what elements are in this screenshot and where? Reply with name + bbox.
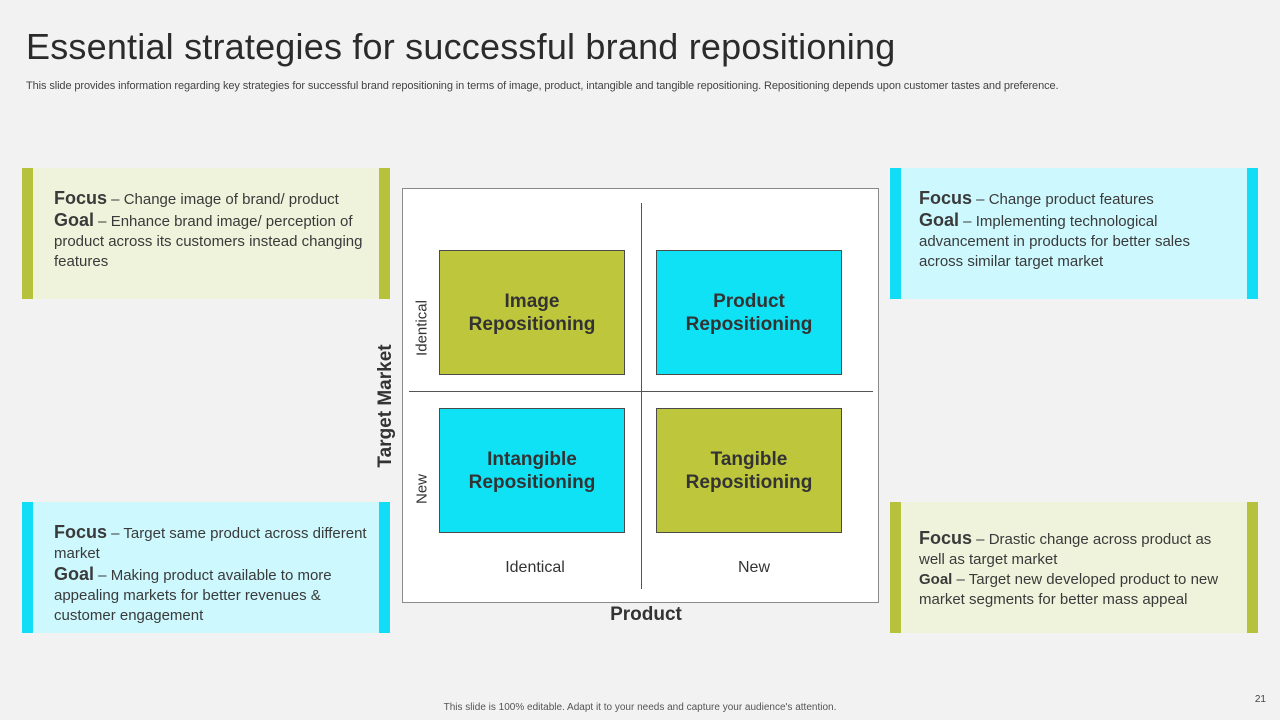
x-tick-identical: Identical: [505, 559, 565, 576]
y-tick-identical: Identical: [413, 300, 431, 356]
focus-line: Focus – Target same product across diffe…: [54, 522, 370, 564]
focus-text: – Change image of brand/ product: [107, 191, 339, 208]
goal-text: – Making product available to more appea…: [54, 567, 332, 624]
focus-keyword: Focus: [919, 188, 973, 208]
card-accent-bar: [22, 502, 33, 633]
quadrant-intangible-repositioning: Intangible Repositioning: [439, 408, 625, 533]
matrix-horizontal-axis: [409, 391, 873, 392]
card-tangible-repositioning: Focus – Drastic change across product as…: [890, 502, 1258, 633]
repositioning-matrix: Image Repositioning Product Repositionin…: [402, 188, 879, 603]
card-accent-bar: [1247, 502, 1258, 633]
y-axis-title: Target Market: [375, 344, 396, 468]
focus-keyword: Focus: [54, 522, 108, 542]
card-product-repositioning: Focus – Change product features Goal – I…: [890, 168, 1258, 299]
card-accent-bar: [379, 168, 390, 299]
focus-text: – Drastic change across product as well …: [919, 531, 1212, 568]
goal-keyword: Goal: [919, 210, 960, 230]
slide-subtitle: This slide provides information regardin…: [26, 80, 1059, 92]
matrix-vertical-axis: [641, 203, 642, 589]
focus-keyword: Focus: [919, 528, 973, 548]
goal-line: Goal – Target new developed product to n…: [919, 570, 1238, 610]
goal-line: Goal – Implementing technological advanc…: [919, 210, 1238, 272]
card-accent-bar: [890, 168, 901, 299]
focus-text: – Target same product across different m…: [54, 525, 367, 562]
card-accent-bar: [379, 502, 390, 633]
goal-text: – Enhance brand image/ perception of pro…: [54, 213, 363, 270]
goal-keyword: Goal: [54, 564, 95, 584]
focus-text: – Change product features: [972, 191, 1154, 208]
goal-keyword: Goal: [919, 571, 953, 588]
x-axis-title: Product: [610, 604, 682, 625]
quadrant-image-repositioning: Image Repositioning: [439, 250, 625, 375]
slide-title: Essential strategies for successful bran…: [26, 26, 896, 67]
card-accent-bar: [1247, 168, 1258, 299]
focus-line: Focus – Change image of brand/ product: [54, 188, 370, 210]
quadrant-product-repositioning: Product Repositioning: [656, 250, 842, 375]
card-accent-bar: [890, 502, 901, 633]
card-image-repositioning: Focus – Change image of brand/ product G…: [22, 168, 390, 299]
x-tick-new: New: [737, 559, 771, 576]
focus-line: Focus – Change product features: [919, 188, 1238, 210]
page-number: 21: [1254, 694, 1266, 705]
quadrant-tangible-repositioning: Tangible Repositioning: [656, 408, 842, 533]
goal-text: – Target new developed product to new ma…: [919, 571, 1219, 608]
goal-text: – Implementing technological advancement…: [919, 213, 1190, 270]
card-intangible-repositioning: Focus – Target same product across diffe…: [22, 502, 390, 633]
slide-footer: This slide is 100% editable. Adapt it to…: [443, 702, 837, 713]
goal-line: Goal – Making product available to more …: [54, 564, 370, 626]
y-tick-new: New: [413, 473, 431, 505]
focus-keyword: Focus: [54, 188, 108, 208]
goal-line: Goal – Enhance brand image/ perception o…: [54, 210, 370, 272]
card-accent-bar: [22, 168, 33, 299]
focus-line: Focus – Drastic change across product as…: [919, 528, 1238, 570]
goal-keyword: Goal: [54, 210, 95, 230]
